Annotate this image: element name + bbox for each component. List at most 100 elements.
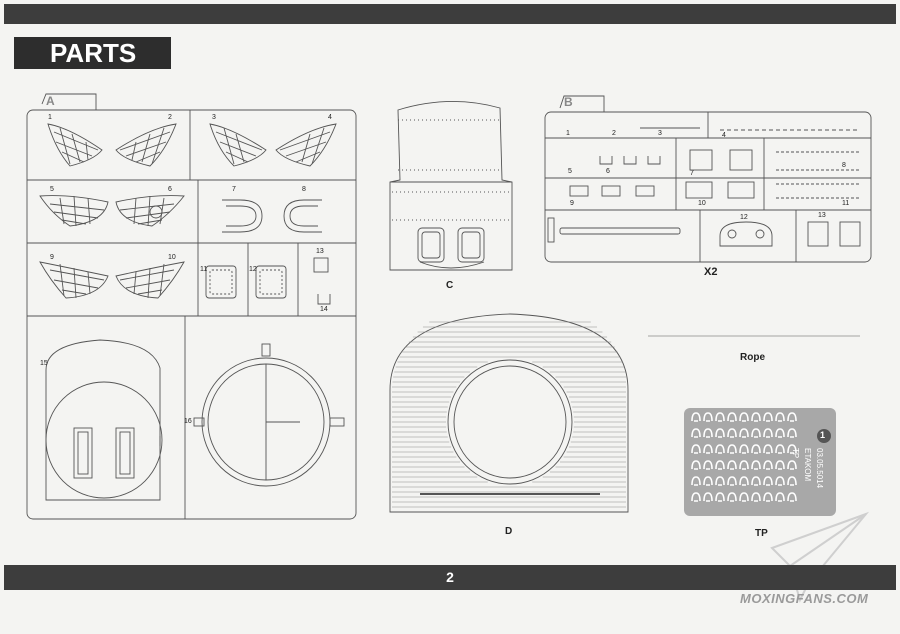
part-number: 8	[842, 162, 846, 169]
part-d-label: D	[505, 526, 513, 537]
etch-ring	[787, 492, 797, 502]
part-number: 3	[658, 130, 662, 137]
part-number: 8	[302, 186, 306, 193]
etch-ring	[703, 428, 713, 438]
etch-ring	[751, 492, 761, 502]
etch-ring	[715, 412, 725, 422]
etch-ring	[763, 412, 773, 422]
etch-ring	[739, 492, 749, 502]
etch-ring	[691, 492, 701, 502]
etch-ring	[751, 476, 761, 486]
etch-ring	[787, 460, 797, 470]
part-number: 15	[40, 360, 48, 367]
bottom-bar	[4, 565, 896, 590]
etch-ring	[751, 460, 761, 470]
etch-ring	[691, 412, 701, 422]
part-number: 10	[698, 200, 706, 207]
page-title: PARTS	[14, 37, 171, 69]
etch-ring	[715, 460, 725, 470]
sprue-a	[26, 93, 357, 520]
tp-brand-3: 03.05.5014	[815, 448, 824, 489]
etch-ring	[703, 444, 713, 454]
part-number: 3	[212, 114, 216, 121]
etch-ring	[727, 476, 737, 486]
part-number: 4	[722, 132, 726, 139]
etch-ring	[775, 444, 785, 454]
etch-ring	[763, 460, 773, 470]
etch-ring	[715, 492, 725, 502]
etch-ring	[727, 428, 737, 438]
etch-ring	[739, 476, 749, 486]
part-number: 1	[48, 114, 52, 121]
etch-ring	[751, 428, 761, 438]
rope-label: Rope	[740, 352, 765, 363]
etch-ring	[703, 460, 713, 470]
etch-ring	[775, 476, 785, 486]
etch-ring	[739, 460, 749, 470]
part-number: 1	[566, 130, 570, 137]
part-number: 11	[842, 200, 850, 207]
part-number: 13	[316, 248, 324, 255]
etch-ring	[751, 412, 761, 422]
etch-ring	[775, 412, 785, 422]
part-number: 5	[568, 168, 572, 175]
etch-ring	[703, 492, 713, 502]
part-number: 12	[249, 266, 257, 273]
part-number: 12	[740, 214, 748, 221]
sprue-b	[544, 95, 872, 263]
part-number: 9	[570, 200, 574, 207]
etch-ring	[787, 412, 797, 422]
part-c-label: C	[446, 280, 454, 291]
etch-ring	[763, 476, 773, 486]
page-number: 2	[446, 569, 454, 585]
etch-ring	[691, 444, 701, 454]
etch-ring	[703, 476, 713, 486]
part-number: 7	[690, 170, 694, 177]
etch-ring	[715, 476, 725, 486]
part-number: 14	[320, 306, 328, 313]
etch-ring	[775, 460, 785, 470]
tp-badge: 1	[820, 430, 826, 440]
etch-ring	[787, 476, 797, 486]
part-number: 6	[606, 168, 610, 175]
part-number: 5	[50, 186, 54, 193]
part-number: 2	[612, 130, 616, 137]
sprue-a-letter: A	[46, 94, 55, 108]
etch-ring	[691, 428, 701, 438]
etch-ring	[691, 476, 701, 486]
part-number: 2	[168, 114, 172, 121]
part-number: 11	[200, 266, 208, 273]
etch-ring	[751, 444, 761, 454]
tp-brand-1: TP	[791, 448, 800, 459]
part-number: 6	[168, 186, 172, 193]
sprue-b-letter: B	[564, 95, 573, 109]
top-bar	[4, 4, 896, 24]
etch-ring	[763, 428, 773, 438]
tp-etch-plate	[684, 408, 836, 516]
etch-ring	[727, 460, 737, 470]
etch-ring	[739, 444, 749, 454]
etch-ring	[787, 428, 797, 438]
etch-ring	[775, 428, 785, 438]
etch-ring	[787, 444, 797, 454]
etch-ring	[727, 444, 737, 454]
etch-ring	[739, 428, 749, 438]
etch-ring	[691, 460, 701, 470]
etch-ring	[703, 412, 713, 422]
part-number: 16	[184, 418, 192, 425]
part-number: 4	[328, 114, 332, 121]
part-number: 13	[818, 212, 826, 219]
etch-ring	[727, 492, 737, 502]
part-number: 9	[50, 254, 54, 261]
tp-brand-2: ETAKOM	[803, 448, 812, 482]
etch-ring	[727, 412, 737, 422]
x2-label: X2	[704, 266, 718, 278]
part-c	[389, 101, 513, 271]
etch-ring	[715, 428, 725, 438]
part-number: 7	[232, 186, 236, 193]
tp-label: TP	[755, 528, 768, 539]
etch-ring	[763, 492, 773, 502]
watermark-text: MOXINGFANS.COM	[740, 591, 869, 606]
etch-ring	[763, 444, 773, 454]
